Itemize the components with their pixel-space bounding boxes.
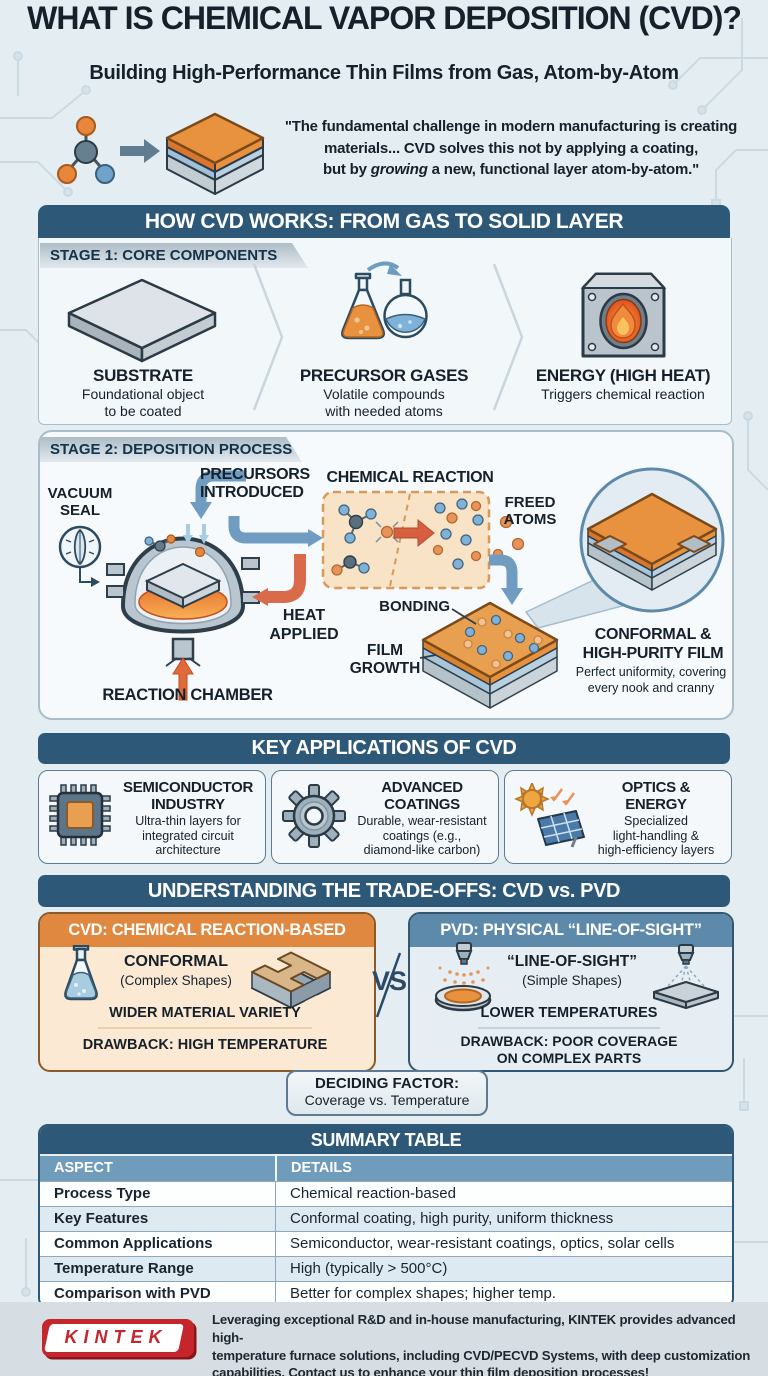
table-row: Comparison with PVD Better for complex s… — [40, 1281, 732, 1306]
row-aspect: Process Type — [54, 1185, 151, 1202]
deciding-factor-desc: Coverage vs. Temperature — [304, 1092, 470, 1108]
component-substrate-desc: Foundational object to be coated — [81, 386, 205, 419]
row-details: High (typically > 500°C) — [275, 1257, 732, 1281]
pvd-feature-sub: (Simple Shapes) — [522, 973, 622, 988]
pvd-divider — [478, 1027, 660, 1029]
footer-text: Leveraging exceptional R&D and in-house … — [212, 1311, 757, 1376]
cvd-drawback: DRAWBACK: HIGH TEMPERATURE — [82, 1037, 328, 1053]
application-title: ADVANCED COATINGS — [381, 779, 463, 813]
pvd-panel-header: PVD: PHYSICAL “LINE-OF-SIGHT” — [410, 914, 732, 947]
summary-table: SUMMARY TABLE ASPECT DETAILS Process Typ… — [38, 1124, 734, 1308]
spray-disc-icon — [434, 942, 492, 1012]
page-subtitle: Building High-Performance Thin Films fro… — [89, 62, 679, 84]
precursor-flasks-icon — [341, 261, 428, 340]
table-row: Temperature Range High (typically > 500°… — [40, 1256, 732, 1281]
cvd-panel-header: CVD: CHEMICAL REACTION-BASED — [40, 914, 374, 947]
application-title: SEMICONDUCTOR INDUSTRY — [123, 779, 253, 813]
row-details: Conformal coating, high purity, uniform … — [275, 1207, 732, 1231]
chip-icon — [49, 784, 111, 846]
substrate-slab-icon — [67, 278, 217, 363]
application-card-optics — [504, 770, 732, 864]
column-header-details: DETAILS — [275, 1156, 732, 1181]
section-header-tradeoffs: UNDERSTANDING THE TRADE-OFFS: CVD vs. PV… — [38, 875, 730, 907]
quote-line-3: but by growing a new, functional layer a… — [322, 161, 699, 178]
deciding-factor-box: DECIDING FACTOR: Coverage vs. Temperatur… — [286, 1070, 488, 1116]
pvd-benefit: LOWER TEMPERATURES — [480, 1005, 658, 1021]
application-desc: Durable, wear-resistant coatings (e.g., … — [357, 814, 487, 857]
label-chemical-reaction: CHEMICAL REACTION — [326, 469, 494, 486]
vs-label: VS — [371, 966, 407, 996]
row-aspect: Key Features — [54, 1210, 149, 1227]
summary-column-headers: ASPECT DETAILS — [40, 1154, 732, 1181]
column-header-aspect: ASPECT — [54, 1160, 113, 1176]
cvd-feature-sub: (Complex Shapes) — [120, 973, 232, 988]
row-aspect: Temperature Range — [54, 1260, 194, 1277]
application-desc: Ultra-thin layers for integrated circuit… — [135, 814, 241, 857]
row-details: Chemical reaction-based — [275, 1182, 732, 1206]
pvd-feature-title: “LINE-OF-SIGHT” — [506, 953, 638, 970]
stage1-label: STAGE 1: CORE COMPONENTS — [40, 243, 308, 268]
section-header-how-cvd-works: HOW CVD WORKS: FROM GAS TO SOLID LAYER — [38, 205, 730, 238]
page-title: WHAT IS CHEMICAL VAPOR DEPOSITION (CVD)? — [27, 0, 742, 36]
deciding-factor-title: DECIDING FACTOR: — [315, 1075, 459, 1092]
molecule-icon — [57, 116, 115, 184]
stage2-label: STAGE 2: DEPOSITION PROCESS — [40, 437, 302, 462]
cvd-flask-icon — [64, 945, 98, 1001]
label-precursors-introduced: PRECURSORS INTRODUCED — [200, 466, 310, 501]
row-aspect: Common Applications — [54, 1235, 213, 1252]
pvd-drawback: DRAWBACK: POOR COVERAGE ON COMPLEX PARTS — [460, 1033, 678, 1066]
furnace-icon — [580, 272, 667, 358]
application-title: OPTICS & ENERGY — [621, 779, 691, 813]
chevron-separator — [492, 263, 524, 411]
footer-line-3: capabilities. Contact us to enhance your… — [212, 1365, 649, 1376]
quote-emphasis: growing — [370, 161, 428, 178]
section-header-key-applications: KEY APPLICATIONS OF CVD — [38, 733, 730, 764]
complex-shape-icon — [251, 951, 331, 1009]
label-vacuum-seal: VACUUM SEAL — [47, 485, 113, 519]
row-details: Better for complex shapes; higher temp. — [275, 1282, 732, 1306]
label-bonding: BONDING — [379, 598, 450, 615]
deposition-process-diagram — [58, 467, 725, 709]
label-conformal-film-desc: Perfect uniformity, covering every nook … — [575, 665, 727, 695]
quote-line-1: "The fundamental challenge in modern man… — [284, 118, 738, 135]
kintek-logo-text: KINTEK — [64, 1327, 168, 1347]
component-substrate-name: SUBSTRATE — [93, 366, 193, 385]
kintek-logo: KINTEK — [42, 1319, 194, 1357]
chevron-separator — [252, 263, 284, 411]
label-reaction-chamber: REACTION CHAMBER — [102, 686, 273, 704]
component-precursor-desc: Volatile compounds with needed atoms — [323, 386, 445, 419]
component-precursor-name: PRECURSOR GASES — [299, 366, 469, 385]
table-row: Common Applications Semiconductor, wear-… — [40, 1231, 732, 1256]
component-energy-desc: Triggers chemical reaction — [541, 386, 705, 402]
table-row: Process Type Chemical reaction-based — [40, 1181, 732, 1206]
row-details: Semiconductor, wear-resistant coatings, … — [275, 1232, 732, 1256]
table-row: Key Features Conformal coating, high pur… — [40, 1206, 732, 1231]
label-freed-atoms: FREED ATOMS — [503, 494, 557, 528]
footer-line-2: temperature furnace solutions, including… — [212, 1347, 751, 1363]
cvd-feature-title: CONFORMAL — [124, 953, 228, 970]
spray-plate-icon — [653, 944, 719, 1009]
quote-line-2: materials... CVD solves this not by appl… — [323, 139, 699, 157]
label-heat-applied: HEAT APPLIED — [269, 607, 339, 643]
label-film-growth: FILM GROWTH — [349, 642, 421, 677]
cvd-divider — [98, 1027, 312, 1029]
intro-quote: "The fundamental challenge in modern man… — [278, 116, 744, 181]
summary-table-title: SUMMARY TABLE — [40, 1126, 732, 1154]
label-conformal-film-title: CONFORMAL & HIGH-PURITY FILM — [582, 626, 724, 662]
vs-lightning-slash — [375, 952, 402, 1018]
component-energy-name: ENERGY (HIGH HEAT) — [535, 366, 711, 385]
application-desc: Specialized light-handling & high-effici… — [597, 814, 715, 857]
row-aspect: Comparison with PVD — [54, 1285, 211, 1302]
gear-icon — [282, 784, 346, 848]
footer-line-1: Leveraging exceptional R&D and in-house … — [212, 1312, 736, 1345]
sun-solar-panel-icon — [514, 783, 585, 848]
right-arrow-icon — [120, 139, 160, 163]
coated-substrate-icon — [165, 112, 265, 195]
cvd-benefit: WIDER MATERIAL VARIETY — [109, 1005, 301, 1021]
